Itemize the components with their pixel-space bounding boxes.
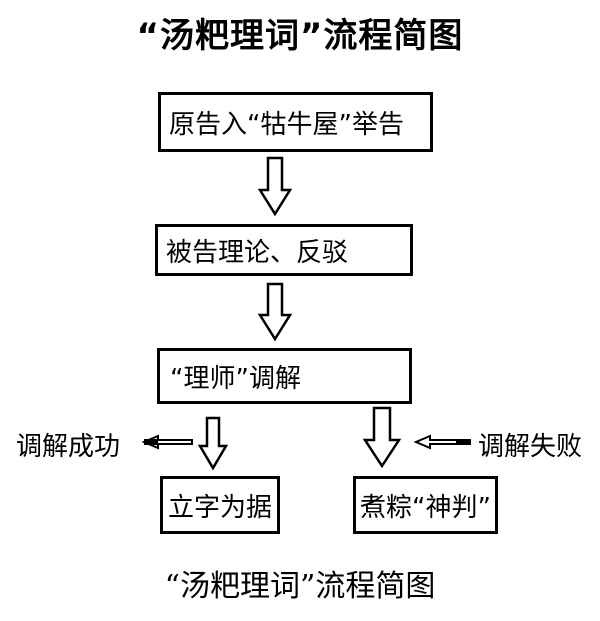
arrow-down-failure bbox=[362, 406, 402, 469]
step-complaint-box: 原告入“牯牛屋”举告 bbox=[158, 92, 433, 152]
outcome-success-label: 立字为据 bbox=[167, 492, 272, 523]
outcome-failure-box: 煮粽“神判” bbox=[353, 476, 498, 534]
branch-success-label: 调解成功 bbox=[16, 432, 121, 462]
branch-failure-label: 调解失败 bbox=[478, 432, 583, 462]
outcome-success-box: 立字为据 bbox=[160, 476, 280, 534]
arrow-down-2 bbox=[257, 282, 293, 342]
step-mediation-label: “理师”调解 bbox=[170, 363, 301, 394]
step-complaint-label: 原告入“牯牛屋”举告 bbox=[169, 109, 404, 140]
diagram-caption: “汤粑理词”流程简图 bbox=[164, 569, 436, 604]
step-mediation-box: “理师”调解 bbox=[157, 348, 412, 404]
diagram-title: “汤粑理词”流程简图 bbox=[136, 16, 464, 56]
arrow-left-success-head bbox=[144, 439, 158, 445]
arrow-down-1 bbox=[257, 156, 293, 217]
outcome-failure-label: 煮粽“神判” bbox=[360, 492, 491, 523]
step-rebuttal-label: 被告理论、反驳 bbox=[166, 237, 349, 268]
arrow-left-failure-tail bbox=[456, 439, 470, 445]
arrow-down-success bbox=[197, 416, 229, 471]
step-rebuttal-box: 被告理论、反驳 bbox=[155, 224, 413, 276]
